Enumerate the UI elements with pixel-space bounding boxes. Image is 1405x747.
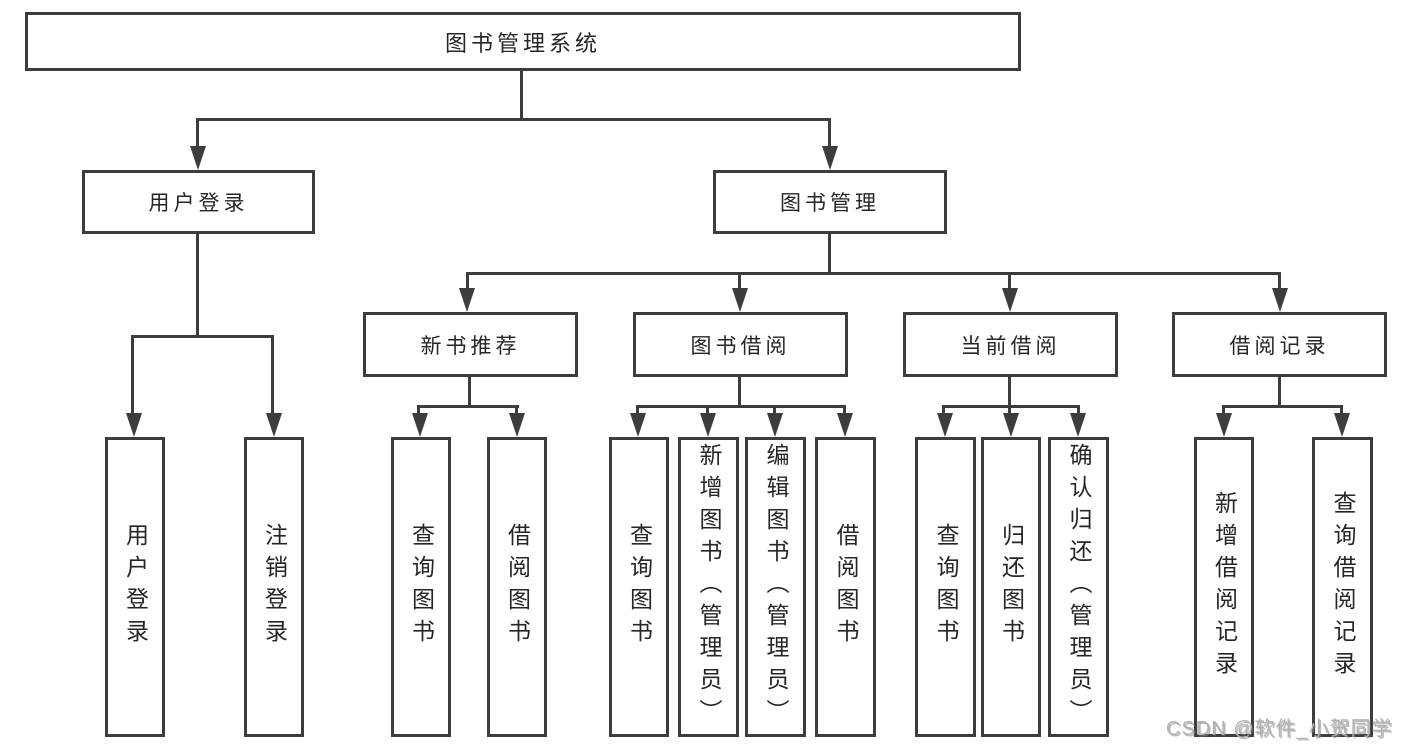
- node-new-book-recommend: 新书推荐: [363, 312, 578, 377]
- arrow-down-icon: [126, 413, 142, 437]
- connector-line: [468, 377, 471, 407]
- arrow-down-icon: [937, 413, 953, 437]
- connector-line: [843, 405, 846, 419]
- csdn-watermark: CSDN @软件_小贺同学: [1166, 718, 1393, 740]
- connector-line: [1008, 272, 1011, 292]
- arrow-down-icon: [459, 288, 475, 312]
- arrow-down-icon: [767, 413, 783, 437]
- arrow-down-icon: [1070, 413, 1086, 437]
- node-user-login: 用户登录: [82, 170, 315, 234]
- leaf-logout: 注销登录: [244, 437, 304, 737]
- leaf-confirm-return-admin: 确认归还（管理员）: [1048, 437, 1109, 737]
- connector-line: [942, 405, 1080, 408]
- node-book-borrowing: 图书借阅: [633, 312, 848, 377]
- leaf-label: 编辑图书（管理员）: [763, 443, 789, 731]
- arrow-down-icon: [700, 413, 716, 437]
- leaf-borrow-books: 借阅图书: [815, 437, 876, 737]
- connector-line: [942, 405, 945, 419]
- connector-line: [417, 405, 420, 419]
- leaf-label: 查询图书: [626, 523, 653, 651]
- leaf-label: 确认归还（管理员）: [1066, 443, 1092, 731]
- arrow-down-icon: [837, 413, 853, 437]
- leaf-label: 查询图书: [408, 523, 435, 651]
- connector-line: [196, 118, 831, 121]
- leaf-borrow-books-recommend: 借阅图书: [487, 437, 547, 737]
- leaf-label: 新增借阅记录: [1211, 491, 1238, 683]
- connector-line: [828, 118, 831, 150]
- leaf-edit-book-admin: 编辑图书（管理员）: [745, 437, 806, 737]
- leaf-label: 借阅图书: [504, 523, 531, 651]
- arrow-down-icon: [509, 413, 525, 437]
- connector-line: [417, 405, 519, 408]
- leaf-add-book-admin: 新增图书（管理员）: [678, 437, 739, 737]
- leaf-label: 归还图书: [998, 523, 1025, 651]
- leaf-query-borrow-record: 查询借阅记录: [1312, 437, 1373, 737]
- arrow-down-icon: [412, 413, 428, 437]
- arrow-down-icon: [732, 288, 748, 312]
- leaf-return-books: 归还图书: [981, 437, 1041, 737]
- connector-line: [636, 405, 846, 408]
- leaf-query-books-current: 查询图书: [915, 437, 976, 737]
- leaf-label: 用户登录: [122, 523, 149, 651]
- connector-line: [1222, 405, 1342, 408]
- connector-line: [515, 405, 518, 419]
- arrow-down-icon: [266, 413, 282, 437]
- connector-line: [828, 234, 831, 275]
- arrow-down-icon: [630, 413, 646, 437]
- connector-line: [131, 335, 134, 417]
- leaf-label: 注销登录: [261, 523, 288, 651]
- connector-line: [271, 335, 274, 417]
- connector-line: [1077, 405, 1080, 419]
- node-borrowing-records: 借阅记录: [1172, 312, 1387, 377]
- connector-line: [466, 272, 1281, 275]
- connector-line: [196, 234, 199, 338]
- connector-line: [1008, 377, 1011, 407]
- arrow-down-icon: [1216, 413, 1232, 437]
- connector-line: [738, 377, 741, 407]
- connector-line: [773, 405, 776, 419]
- connector-line: [466, 272, 469, 292]
- connector-line: [131, 335, 274, 338]
- arrow-down-icon: [1003, 413, 1019, 437]
- leaf-query-books-recommend: 查询图书: [391, 437, 451, 737]
- connector-line: [520, 70, 523, 120]
- leaf-query-books-borrow: 查询图书: [609, 437, 669, 737]
- leaf-label: 借阅图书: [833, 523, 859, 651]
- connector-line: [636, 405, 639, 419]
- arrow-down-icon: [1002, 288, 1018, 312]
- leaf-label: 新增图书（管理员）: [696, 443, 722, 731]
- leaf-add-borrow-record: 新增借阅记录: [1194, 437, 1254, 737]
- connector-line: [1278, 272, 1281, 292]
- connector-line: [1278, 377, 1281, 407]
- arrow-down-icon: [822, 146, 838, 170]
- node-library-management-system: 图书管理系统: [25, 12, 1021, 71]
- connector-line: [1340, 405, 1343, 419]
- leaf-label: 查询图书: [933, 523, 959, 651]
- node-book-management: 图书管理: [713, 170, 947, 234]
- arrow-down-icon: [1334, 413, 1350, 437]
- leaf-label: 查询借阅记录: [1330, 491, 1356, 683]
- connector-line: [196, 118, 199, 150]
- connector-line: [738, 272, 741, 292]
- node-current-borrowing: 当前借阅: [903, 312, 1118, 377]
- leaf-user-login: 用户登录: [105, 437, 165, 737]
- connector-line: [706, 405, 709, 419]
- connector-line: [1008, 405, 1011, 419]
- connector-line: [1222, 405, 1225, 419]
- arrow-down-icon: [190, 146, 206, 170]
- arrow-down-icon: [1272, 288, 1288, 312]
